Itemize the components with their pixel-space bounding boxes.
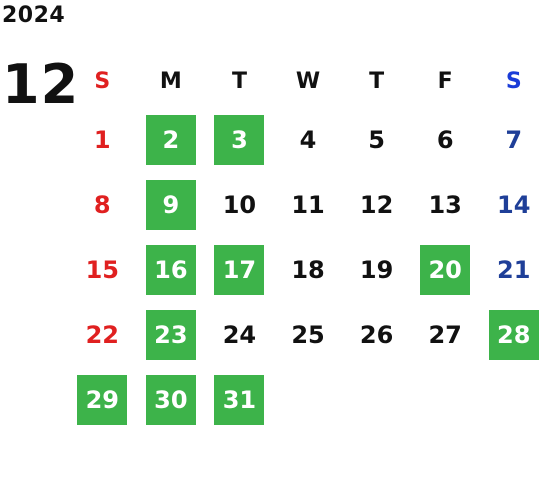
day-cell: 21 xyxy=(479,237,548,302)
day-number[interactable]: 19 xyxy=(359,255,394,284)
month-label: 12 xyxy=(2,53,80,116)
day-number[interactable]: 10 xyxy=(222,190,257,219)
day-number-highlighted[interactable]: 29 xyxy=(77,374,128,425)
weekday-cell: S xyxy=(68,55,137,107)
day-number[interactable]: 13 xyxy=(428,190,462,219)
day-number-highlighted[interactable]: 20 xyxy=(420,244,471,295)
day-cell: 24 xyxy=(205,302,274,367)
day-number-highlighted[interactable]: 28 xyxy=(488,309,539,360)
day-number[interactable]: 8 xyxy=(93,190,111,219)
day-number[interactable]: 25 xyxy=(291,320,325,349)
day-cell: 10 xyxy=(205,172,274,237)
weekday-thursday: T xyxy=(369,68,385,94)
day-number[interactable]: 24 xyxy=(222,320,257,349)
day-cell: 4 xyxy=(274,107,343,172)
day-number[interactable]: 5 xyxy=(368,125,385,154)
day-number xyxy=(420,375,470,425)
day-cell: 29 xyxy=(68,367,137,432)
day-number-highlighted[interactable]: 23 xyxy=(145,309,196,360)
day-number-highlighted[interactable]: 17 xyxy=(214,244,265,295)
day-cell: 19 xyxy=(342,237,411,302)
day-cell: 2 xyxy=(137,107,206,172)
day-cell xyxy=(342,367,411,432)
day-number xyxy=(489,375,539,425)
day-cell: 8 xyxy=(68,172,137,237)
day-cell: 5 xyxy=(342,107,411,172)
day-number-highlighted[interactable]: 16 xyxy=(145,244,196,295)
weekday-header-row: S M T W T F S xyxy=(68,55,548,107)
day-cell: 31 xyxy=(205,367,274,432)
day-number[interactable]: 4 xyxy=(299,125,317,154)
day-cell: 17 xyxy=(205,237,274,302)
day-number xyxy=(283,375,333,425)
day-cell xyxy=(411,367,480,432)
day-cell: 22 xyxy=(68,302,137,367)
day-cell: 16 xyxy=(137,237,206,302)
year-label: 2024 xyxy=(2,3,66,28)
weekday-sunday: S xyxy=(94,68,111,94)
week-row: 15 16 17 18 19 20 21 xyxy=(68,237,548,302)
day-cell: 25 xyxy=(274,302,343,367)
day-number-highlighted[interactable]: 30 xyxy=(145,374,196,425)
day-cell: 27 xyxy=(411,302,480,367)
day-number[interactable]: 1 xyxy=(93,125,111,154)
weekday-cell: T xyxy=(205,55,274,107)
day-cell: 9 xyxy=(137,172,206,237)
day-cell: 12 xyxy=(342,172,411,237)
weekday-monday: M xyxy=(159,68,182,94)
week-row: 22 23 24 25 26 27 28 xyxy=(68,302,548,367)
day-cell: 1 xyxy=(68,107,137,172)
weekday-cell: T xyxy=(342,55,411,107)
weekday-tuesday: T xyxy=(231,68,247,94)
day-number[interactable]: 15 xyxy=(85,255,119,284)
day-cell: 14 xyxy=(479,172,548,237)
day-number[interactable]: 7 xyxy=(505,125,523,154)
day-cell: 28 xyxy=(479,302,548,367)
day-cell: 13 xyxy=(411,172,480,237)
weekday-cell: W xyxy=(274,55,343,107)
weekday-cell: F xyxy=(411,55,480,107)
day-cell: 3 xyxy=(205,107,274,172)
day-number[interactable]: 18 xyxy=(291,255,325,284)
week-row: 29 30 31 xyxy=(68,367,548,432)
day-number[interactable]: 26 xyxy=(359,320,394,349)
day-number-highlighted[interactable]: 3 xyxy=(214,114,265,165)
day-number-highlighted[interactable]: 31 xyxy=(214,374,265,425)
day-cell: 23 xyxy=(137,302,206,367)
weekday-saturday: S xyxy=(505,68,522,94)
day-cell: 26 xyxy=(342,302,411,367)
day-number[interactable]: 12 xyxy=(359,190,394,219)
day-cell: 18 xyxy=(274,237,343,302)
day-number-highlighted[interactable]: 9 xyxy=(145,179,196,230)
day-number[interactable]: 6 xyxy=(436,125,454,154)
day-cell xyxy=(479,367,548,432)
day-number xyxy=(352,375,402,425)
day-number-highlighted[interactable]: 2 xyxy=(145,114,196,165)
day-cell: 6 xyxy=(411,107,480,172)
day-cell: 20 xyxy=(411,237,480,302)
week-row: 8 9 10 11 12 13 14 xyxy=(68,172,548,237)
day-cell: 15 xyxy=(68,237,137,302)
day-number[interactable]: 22 xyxy=(85,320,119,349)
day-cell xyxy=(274,367,343,432)
day-cell: 7 xyxy=(479,107,548,172)
day-number[interactable]: 27 xyxy=(428,320,462,349)
weekday-cell: S xyxy=(479,55,548,107)
day-cell: 11 xyxy=(274,172,343,237)
day-cell: 30 xyxy=(137,367,206,432)
weekday-wednesday: W xyxy=(295,68,321,94)
day-number[interactable]: 21 xyxy=(497,255,531,284)
day-number[interactable]: 14 xyxy=(497,190,531,219)
weekday-cell: M xyxy=(137,55,206,107)
weekday-friday: F xyxy=(437,68,453,94)
day-number[interactable]: 11 xyxy=(291,190,325,219)
